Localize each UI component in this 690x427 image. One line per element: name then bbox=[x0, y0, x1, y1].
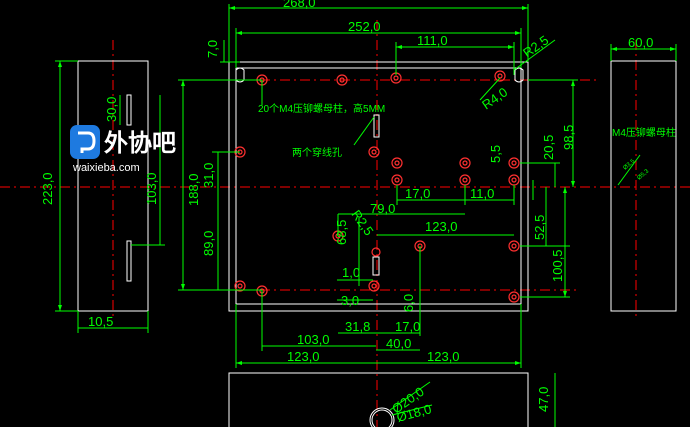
dim-w103: 103,0 bbox=[297, 332, 330, 347]
dim-w318: 31,8 bbox=[345, 319, 370, 334]
dim-w123-right: 123,0 bbox=[427, 349, 460, 364]
dim-w123-left: 123,0 bbox=[287, 349, 320, 364]
annotation-notes: 20个M4压铆螺母柱，高5MM 两个穿线孔 M4压铆螺母柱 Ø3,5 Ø5,3 bbox=[258, 102, 676, 182]
dim-inner-width: 252,0 bbox=[348, 19, 381, 34]
dim-w40: 40,0 bbox=[386, 336, 411, 351]
dim-w11: 11,0 bbox=[470, 186, 494, 201]
dim-w17b: 17,0 bbox=[395, 319, 420, 334]
dim-overall-width: 268,0 bbox=[283, 0, 316, 10]
dim-corner-radius: R2,5 bbox=[520, 32, 551, 60]
dimension-lines bbox=[55, 4, 677, 427]
dim-right-width: 60,0 bbox=[628, 35, 653, 50]
dim-h89: 89,0 bbox=[201, 231, 216, 256]
dim-h31: 31,0 bbox=[201, 163, 216, 188]
dim-w123a: 123,0 bbox=[425, 219, 458, 234]
dimension-texts: 268,0 252,0 111,0 R2,5 7,0 60,0 R4,0 223… bbox=[40, 0, 653, 425]
dim-h1005: 100,5 bbox=[550, 249, 565, 282]
dim-h985: 98,5 bbox=[561, 125, 576, 150]
logo-name: 外协吧 bbox=[104, 129, 176, 157]
dim-hole-span: 111,0 bbox=[417, 33, 448, 48]
dim-w1: 1,0 bbox=[342, 265, 360, 280]
note-small-b: Ø5,3 bbox=[636, 168, 650, 181]
dim-w17a: 17,0 bbox=[405, 186, 430, 201]
dim-h47: 47,0 bbox=[536, 387, 551, 412]
dim-left-height: 223,0 bbox=[40, 172, 55, 205]
dim-top-offset: 7,0 bbox=[205, 40, 220, 58]
hanging-slots bbox=[235, 67, 524, 83]
dim-slot-pos: 103,0 bbox=[144, 172, 159, 205]
dim-h205: 20,5 bbox=[541, 135, 556, 160]
dim-base-width: 10,5 bbox=[88, 314, 113, 329]
note-bosses: 20个M4压铆螺母柱，高5MM bbox=[258, 102, 385, 115]
dim-total-height: 188,0 bbox=[186, 173, 201, 206]
dim-h525: 52,5 bbox=[532, 215, 547, 240]
dim-w3: 3,0 bbox=[341, 293, 359, 308]
dim-r40: R4,0 bbox=[479, 84, 510, 112]
logo-url: waixieba.com bbox=[72, 162, 140, 174]
dim-slot-len: 30,0 bbox=[104, 97, 119, 122]
dimension-arrows bbox=[58, 6, 676, 365]
note-wire-holes: 两个穿线孔 bbox=[292, 146, 342, 159]
dim-h55: 5,5 bbox=[488, 145, 503, 163]
part-outlines bbox=[77, 60, 677, 427]
watermark-logo: 外协吧 waixieba.com bbox=[70, 125, 176, 174]
note-m4-label: M4压铆螺母柱 bbox=[612, 126, 676, 139]
dim-w79: 79,0 bbox=[370, 201, 395, 216]
dim-h68: 68,5 bbox=[334, 220, 349, 245]
logo-mark-icon bbox=[70, 125, 100, 159]
dim-w6: 6,0 bbox=[401, 294, 416, 312]
